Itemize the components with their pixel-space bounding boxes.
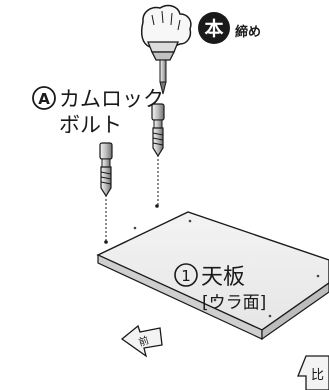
part-1-name: 天板 — [201, 265, 245, 290]
back-direction-arrow: 比 — [297, 355, 329, 390]
guide-lines — [105, 155, 159, 241]
cam-lock-bolt-left — [99, 142, 113, 198]
hole-marker — [268, 314, 272, 318]
hole-marker — [133, 226, 137, 230]
hand-with-screwdriver-icon — [140, 4, 192, 95]
front-direction-arrow: 前 — [120, 324, 163, 358]
tightening-label: 締め — [235, 24, 261, 40]
top-board — [96, 204, 329, 341]
hole-marker — [213, 298, 217, 302]
hole-marker — [155, 204, 159, 208]
part-1-marker: 1 — [181, 267, 191, 285]
hole-marker — [316, 274, 320, 278]
tightening-badge-char: 本 — [204, 17, 223, 40]
hole-marker — [188, 219, 192, 223]
tightening-badge: 本 締め — [198, 12, 261, 44]
part-a-name-line2: ボルト — [59, 113, 122, 137]
part-1-side-note: [ウラ面] — [202, 293, 266, 313]
part-1-label: 1 天板 [ウラ面] — [174, 263, 266, 313]
hole-marker — [104, 240, 108, 244]
part-1-circle — [174, 263, 198, 287]
part-a-marker: A — [38, 90, 50, 108]
part-a-name-line1: カムロック — [59, 87, 164, 111]
part-a-circle — [32, 86, 56, 110]
cam-lock-bolt-right — [151, 103, 165, 158]
part-a-label: A カムロック ボルト — [32, 86, 164, 137]
front-direction-label: 前 — [137, 333, 151, 348]
back-direction-label: 比 — [311, 368, 324, 383]
